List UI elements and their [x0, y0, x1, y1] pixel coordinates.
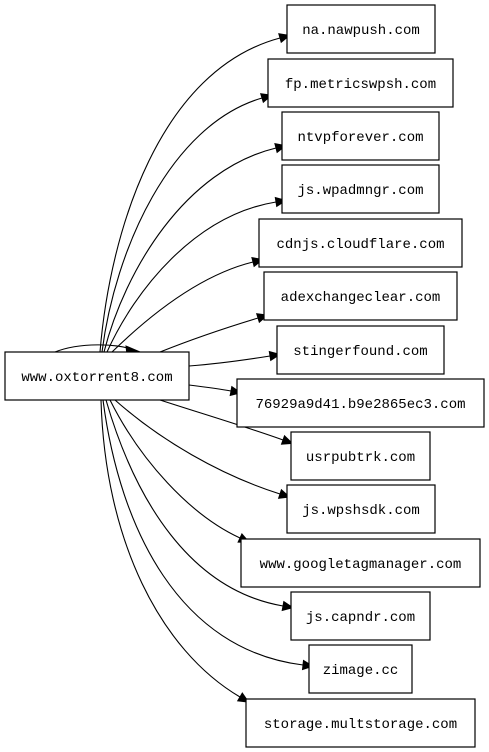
- edge: [188, 355, 271, 367]
- edge: [100, 399, 241, 698]
- target-node: 76929a9d41.b9e2865ec3.com: [236, 378, 485, 428]
- source-node-label: www.oxtorrent8.com: [21, 370, 172, 386]
- edge: [109, 399, 241, 539]
- target-node-box: [267, 58, 454, 108]
- edge: [106, 201, 277, 353]
- edge: [159, 399, 284, 441]
- target-node-label: zimage.cc: [323, 663, 399, 679]
- edge: [105, 399, 284, 607]
- target-node-box: [286, 4, 436, 54]
- edge: [101, 97, 263, 353]
- edge: [114, 399, 281, 495]
- target-node-box: [236, 378, 485, 428]
- target-node-label: stingerfound.com: [293, 344, 427, 360]
- target-node: zimage.cc: [308, 644, 413, 694]
- target-node-label: js.capndr.com: [306, 610, 415, 626]
- target-node-label: adexchangeclear.com: [281, 290, 441, 306]
- target-node-label: fp.metricswpsh.com: [285, 77, 436, 93]
- edge: [188, 384, 232, 392]
- target-node: cdnjs.cloudflare.com: [258, 218, 463, 268]
- target-node-label: js.wpshsdk.com: [302, 503, 420, 519]
- target-node-label: 76929a9d41.b9e2865ec3.com: [255, 397, 465, 413]
- target-node-box: [290, 431, 431, 481]
- target-node-label: na.nawpush.com: [302, 23, 420, 39]
- source-node: www.oxtorrent8.com: [4, 351, 190, 401]
- target-node-label: js.wpadmngr.com: [297, 183, 423, 199]
- target-node: ntvpforever.com: [281, 111, 440, 161]
- target-node: js.wpadmngr.com: [281, 164, 440, 214]
- target-node: stingerfound.com: [276, 325, 445, 375]
- edge: [159, 317, 259, 353]
- target-node-label: ntvpforever.com: [297, 130, 423, 146]
- target-node: js.capndr.com: [290, 591, 431, 641]
- target-node-box: [276, 325, 445, 375]
- edge: [102, 399, 304, 666]
- target-node-box: [240, 538, 481, 588]
- target-node-label: cdnjs.cloudflare.com: [276, 237, 444, 253]
- target-node: na.nawpush.com: [286, 4, 436, 54]
- target-node-box: [290, 591, 431, 641]
- target-node-label: usrpubtrk.com: [306, 450, 415, 466]
- edge-arrowhead: [301, 659, 315, 671]
- source-node-box: [4, 351, 190, 401]
- target-node: storage.multstorage.com: [245, 698, 476, 748]
- target-node: usrpubtrk.com: [290, 431, 431, 481]
- target-node-label: storage.multstorage.com: [264, 717, 457, 733]
- target-node-box: [281, 111, 440, 161]
- target-node-box: [263, 271, 458, 321]
- target-node-box: [308, 644, 413, 694]
- target-node: adexchangeclear.com: [263, 271, 458, 321]
- edge: [99, 37, 281, 353]
- edge: [111, 261, 254, 353]
- target-node-box: [258, 218, 463, 268]
- target-node-label: www.googletagmanager.com: [260, 557, 462, 573]
- target-node: www.googletagmanager.com: [240, 538, 481, 588]
- target-node-box: [286, 484, 436, 534]
- target-node: fp.metricswpsh.com: [267, 58, 454, 108]
- target-node-box: [281, 164, 440, 214]
- edge-arrowhead: [280, 434, 294, 445]
- target-node-box: [245, 698, 476, 748]
- edge-arrowhead: [281, 600, 295, 612]
- target-nodes: na.nawpush.com fp.metricswpsh.com ntvpfore…: [236, 4, 485, 748]
- edge: [103, 147, 277, 353]
- target-node: js.wpshsdk.com: [286, 484, 436, 534]
